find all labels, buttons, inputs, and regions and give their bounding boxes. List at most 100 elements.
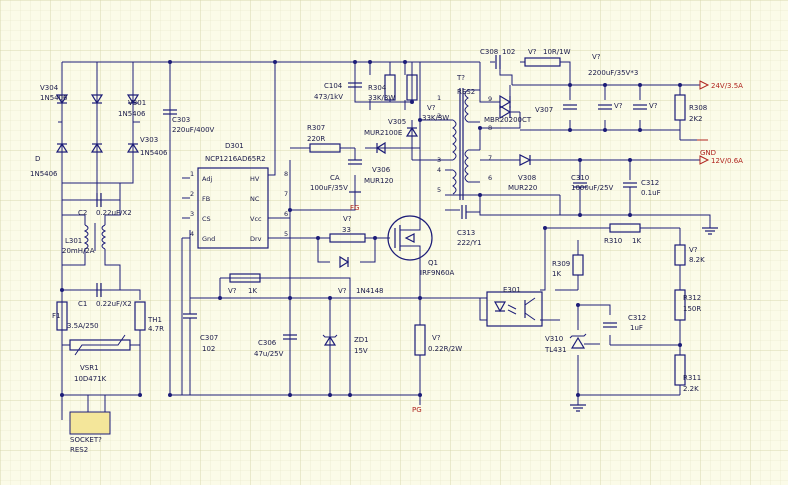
port-label-24v: 24V/3.5A: [711, 82, 743, 90]
label-c313: C313: [457, 229, 475, 237]
capacitor-v7g: [563, 104, 577, 110]
label-ca: CA: [330, 174, 340, 182]
label-e301: E301: [503, 286, 521, 294]
bridge-diode-d: [55, 142, 69, 153]
mosfet-q1: [387, 215, 433, 261]
label-v7c: V?: [338, 287, 347, 295]
label-c310-val: 1000uF/25V: [571, 184, 614, 192]
resistor-v7j: [674, 244, 686, 266]
net-label-pg-mosfet: PG: [412, 406, 422, 414]
label-v305: V305: [388, 118, 406, 126]
label-v303: V303: [140, 136, 158, 144]
ic-pin-num-2: 2: [190, 190, 194, 198]
label-th1-val: 4.7R: [148, 325, 164, 333]
t-pin-2: 2: [437, 112, 441, 120]
label-c303-val: 220uF/400V: [172, 126, 215, 134]
resistor-r312: [674, 289, 686, 321]
optocoupler-e301: [486, 291, 543, 327]
t-pin-9: 9: [488, 95, 492, 103]
label-v310: V310: [545, 335, 563, 343]
label-r311: R311: [683, 374, 701, 382]
capacitor-ca: [348, 159, 362, 165]
capacitor-c307: [183, 298, 197, 330]
resistor-v7e: [414, 300, 426, 356]
ic-pin-drv: Drv: [250, 235, 262, 243]
label-v7f: V?: [528, 48, 537, 56]
label-v7b-val: 33: [342, 226, 351, 234]
label-q1: Q1: [428, 259, 438, 267]
label-v310-val: TL431: [544, 346, 567, 354]
label-c312b: C312: [628, 314, 646, 322]
capacitor-v7h: [598, 104, 612, 110]
resistor-r310: [609, 223, 641, 233]
label-v7a: V?: [427, 104, 436, 112]
net-label-fg: FG: [350, 204, 359, 212]
label-c308: C308: [480, 48, 498, 56]
label-v7h: V?: [614, 102, 623, 110]
label-r312: R312: [683, 294, 701, 302]
label-r309-val: 1K: [552, 270, 561, 278]
label-r310: R310: [604, 237, 622, 245]
diode-v306: [375, 141, 386, 155]
label-c306-val: 47u/25V: [254, 350, 284, 358]
label-t: T?: [456, 74, 465, 82]
capacitor-c308: [495, 55, 513, 85]
label-v7e: V?: [432, 334, 441, 342]
transformer-t: [445, 88, 480, 200]
bridge-diode-v304: [55, 94, 69, 105]
capacitor-c310: [573, 182, 587, 200]
label-r304: R304: [368, 84, 387, 92]
label-v307: V307: [535, 106, 553, 114]
label-v7e-val: 0.22R/2W: [428, 345, 462, 353]
label-v303-val: 1N5406: [140, 149, 168, 157]
label-c2: C2: [78, 209, 87, 217]
t-pin-7: 7: [488, 154, 492, 162]
capacitor-c313: [461, 205, 480, 219]
choke-l301: [62, 200, 121, 290]
label-v7d: V?: [228, 287, 237, 295]
t-pin-3: 3: [437, 156, 441, 164]
bridge-diode-v301b: [90, 94, 104, 153]
label-c312a: C312: [641, 179, 659, 187]
label-r307: R307: [307, 124, 325, 132]
resistor-v7f: [524, 57, 561, 67]
label-v301: V301: [128, 99, 146, 107]
resistor-r309: [572, 254, 584, 276]
label-l301-val: 20mH/2A: [62, 247, 95, 255]
ic-pin-num-7: 7: [284, 190, 288, 198]
label-v306: V306: [372, 166, 391, 174]
ic-pin-nc: NC: [250, 195, 260, 203]
port-24v: [699, 80, 710, 90]
label-v308: V308: [518, 174, 536, 182]
label-vsr1-val: 10D471K: [74, 375, 107, 383]
label-v7g: V?: [592, 53, 601, 61]
diode-v7c: [339, 255, 350, 269]
label-c306: C306: [258, 339, 277, 347]
ic-pin-vcc: Vcc: [250, 215, 262, 223]
label-t-val: RES2: [457, 88, 475, 96]
thermistor-th1: [134, 301, 146, 331]
resistor-r307: [309, 143, 341, 153]
port-label-12v: 12V/0.6A: [711, 157, 743, 165]
t-pin-4: 4: [437, 166, 441, 174]
label-c303: C303: [172, 116, 190, 124]
resistor-v7d: [229, 273, 261, 283]
ic-pin-num-3: 3: [190, 210, 194, 218]
ic-pin-num-1: 1: [190, 170, 194, 178]
capacitor-c312a: [623, 182, 637, 200]
label-v7d-val: 1K: [248, 287, 257, 295]
label-v7i: V?: [649, 102, 658, 110]
ground-symbol-12v: [702, 227, 718, 235]
label-v7j: V?: [689, 246, 698, 254]
label-c313-val: 222/Y1: [457, 239, 481, 247]
label-v305-val: MUR2100E: [364, 129, 402, 137]
diode-v305: [405, 126, 419, 137]
junction-dots: [60, 60, 682, 397]
varistor-vsr1: [69, 334, 131, 356]
label-th1: TH1: [147, 316, 162, 324]
label-c307-val: 102: [202, 345, 215, 353]
port-label-gnd: GND: [700, 149, 716, 157]
ic-d301: [197, 167, 269, 249]
